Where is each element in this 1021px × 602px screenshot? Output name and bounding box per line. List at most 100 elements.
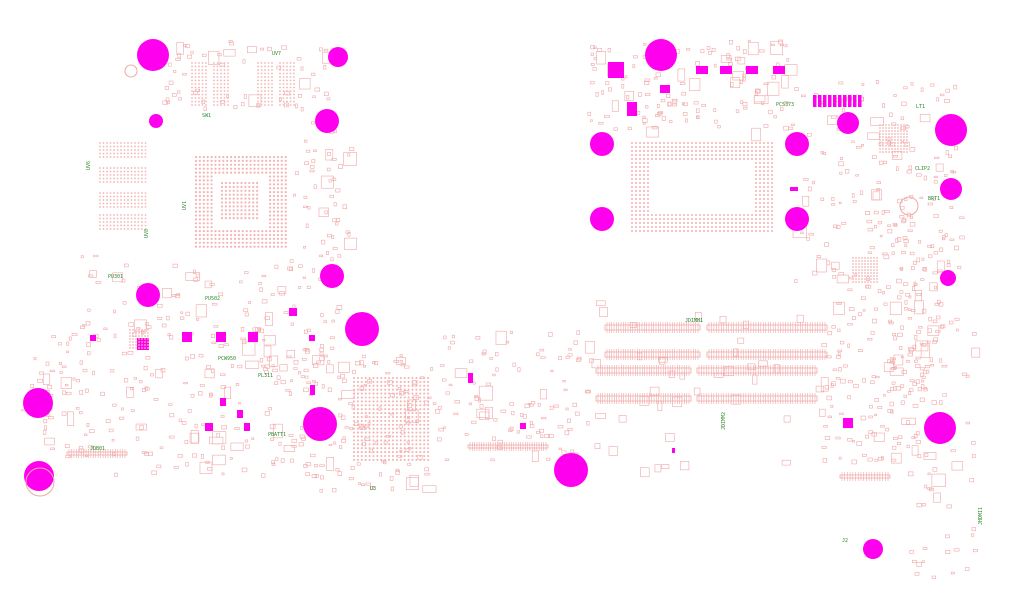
bga-ball — [407, 423, 410, 426]
bga-ball — [252, 217, 255, 220]
bga-ball — [194, 104, 197, 106]
bga-ball — [419, 384, 422, 387]
bga-ball — [120, 228, 122, 230]
component-pad — [430, 367, 434, 371]
component-pad — [448, 383, 453, 387]
bga-ball — [906, 130, 908, 132]
bga-ball — [855, 263, 857, 265]
bga-ball — [129, 341, 131, 343]
bga-ball — [218, 241, 221, 244]
component-pad — [260, 47, 264, 51]
bga-ball — [102, 217, 105, 220]
bga-ball — [137, 206, 140, 208]
magenta-footprint — [627, 102, 637, 116]
connector-body — [706, 351, 828, 358]
bga-ball — [427, 415, 430, 419]
component-pad — [304, 348, 310, 352]
bga-ball — [198, 202, 201, 205]
component-pad — [127, 351, 134, 355]
component-pad — [279, 291, 285, 296]
bga-ball — [144, 152, 147, 155]
component-pad — [887, 409, 893, 413]
bga-ball — [758, 209, 762, 213]
component-pad — [300, 375, 305, 378]
bga-ball — [650, 157, 654, 161]
bga-ball — [894, 139, 896, 141]
bga-ball — [205, 104, 207, 106]
bga-ball — [269, 179, 272, 182]
component-pad — [39, 371, 44, 375]
bga-ball — [257, 100, 259, 103]
bga-ball — [202, 241, 205, 244]
component-pad — [444, 458, 450, 461]
bga-ball — [129, 344, 131, 346]
bga-ball — [867, 281, 869, 283]
bga-ball — [276, 210, 279, 213]
bga-ball — [754, 213, 758, 217]
bga-ball — [754, 165, 758, 169]
bga-ball — [730, 149, 734, 153]
bga-ball — [646, 197, 650, 201]
bga-ball — [372, 443, 375, 446]
component-pad — [971, 347, 981, 358]
label-uv1: UV1 — [182, 201, 188, 210]
bga-ball — [135, 329, 137, 331]
bga-ball — [356, 380, 359, 383]
bga-ball — [364, 451, 367, 454]
bga-ball — [198, 93, 200, 96]
component-pad — [843, 364, 848, 368]
bga-ball — [198, 241, 201, 244]
bga-ball — [232, 185, 235, 188]
bga-ball — [222, 241, 225, 244]
bga-ball — [102, 214, 105, 216]
bga-ball — [419, 423, 422, 426]
component-pad — [524, 403, 530, 409]
component-pad — [302, 358, 307, 361]
component-pad — [234, 427, 240, 430]
bga-ball — [202, 163, 205, 166]
component-pad — [590, 63, 595, 66]
component-pad — [923, 386, 928, 390]
bga-ball — [867, 260, 869, 262]
bga-ball — [286, 90, 288, 92]
component-pad — [489, 357, 493, 360]
bga-ball — [634, 225, 638, 229]
bga-ball — [384, 451, 387, 454]
bga-ball — [141, 221, 143, 223]
bga-ball — [106, 214, 108, 216]
bga-ball — [376, 443, 379, 446]
bga-ball — [858, 257, 860, 259]
bga-ball — [399, 431, 402, 434]
component-pad — [326, 457, 334, 471]
component-pad — [323, 91, 329, 96]
bga-ball — [388, 415, 391, 419]
component-pad — [882, 252, 888, 256]
bga-ball — [224, 213, 227, 216]
component-pad — [898, 346, 903, 350]
bga-ball — [399, 443, 402, 446]
bga-ball — [368, 443, 371, 446]
bga-chip — [630, 141, 774, 233]
bga-ball — [742, 213, 746, 217]
bga-ball — [722, 213, 726, 217]
bga-ball — [276, 155, 279, 159]
bga-ball — [766, 185, 770, 189]
label-sw1: SW1 — [202, 113, 211, 119]
magenta-bar — [833, 95, 837, 107]
bga-ball — [730, 221, 734, 225]
bga-ball — [762, 209, 766, 213]
bga-ball — [364, 454, 367, 458]
component-pad — [636, 111, 641, 115]
component-pad — [861, 83, 865, 87]
component-pad — [892, 333, 897, 336]
bga-ball — [271, 62, 273, 64]
component-pad — [202, 53, 207, 57]
bga-ball — [891, 139, 893, 141]
bga-ball — [754, 221, 758, 225]
bga-ball — [213, 90, 215, 92]
component-pad — [295, 103, 298, 109]
component-pad — [655, 72, 661, 77]
component-pad — [919, 397, 925, 402]
bga-ball — [123, 214, 126, 216]
bga-ball — [864, 266, 866, 268]
